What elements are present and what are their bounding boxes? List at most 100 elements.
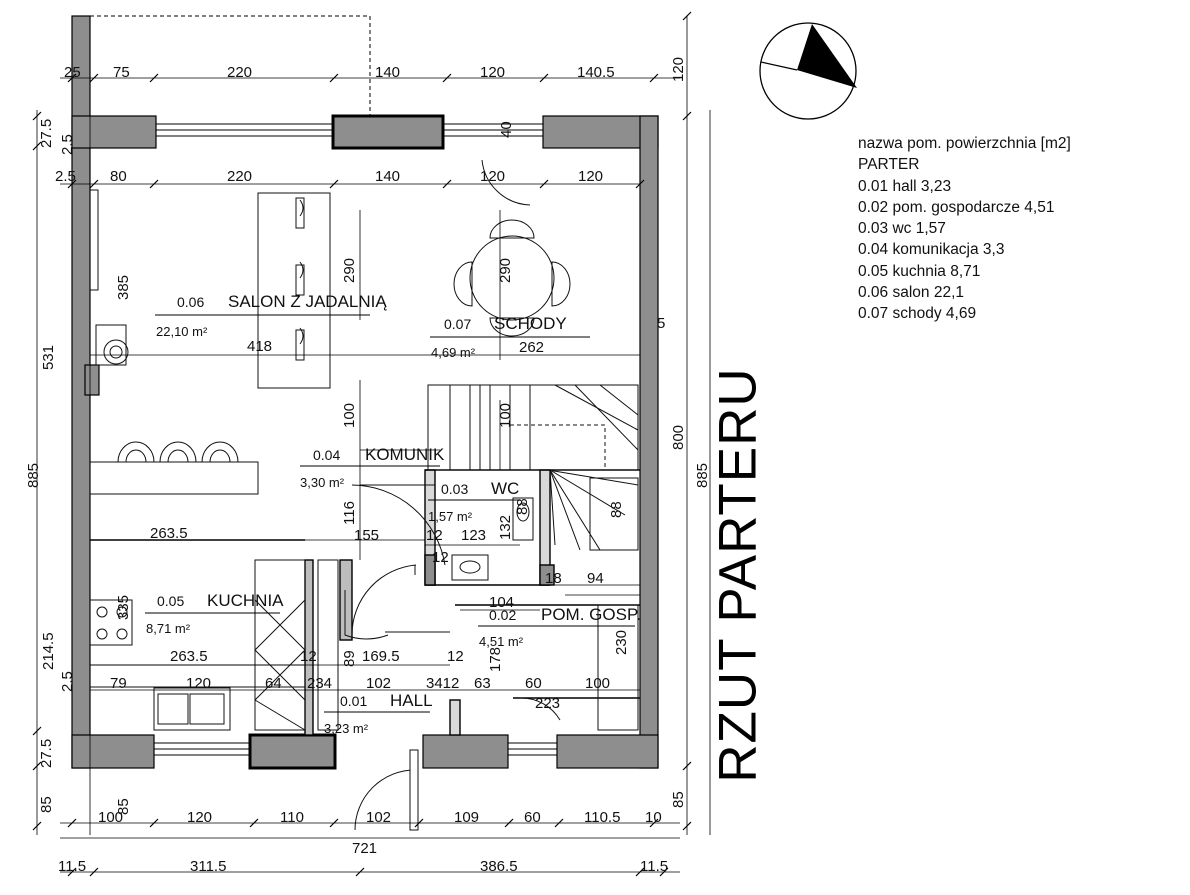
dim-int-35: 223 [535,695,560,712]
dining-table [469,235,555,321]
dim-left-outer-2: 885 [25,463,42,488]
dim-int-11: 132 [497,515,514,540]
dim-left-outer-4: 27.5 [38,739,55,768]
dim-int-28: 64 [265,675,282,692]
dim-top-outer-4: 120 [480,64,505,81]
dim-int-8: 155 [354,527,379,544]
dim-int-9: 12 [426,527,443,544]
legend-row: 0.03 wc 1,57 [858,220,946,238]
wall-east [639,115,659,769]
legend-floor: PARTER [858,156,920,174]
staircase [427,384,639,551]
room-wc-area: 1,57 m² [428,509,473,524]
dim-top-inner-3: 140 [375,168,400,185]
room-salon-no: 0.06 [177,294,204,310]
room-salon: 0.06 SALON Z JADALNIĄ 22,10 m² [155,292,387,339]
dim-int-4: 5 [657,315,665,332]
dim-right-outer-0: 120 [670,57,687,82]
dim-top-inner-0: 2.5 [55,168,76,185]
dim-int-22: 89 [341,650,358,667]
room-kuchnia-no: 0.05 [157,593,184,609]
dim-top-outer-3: 140 [375,64,400,81]
dim-bottom-inner-1: 120 [187,809,212,826]
dim-int-16: 18 [545,570,562,587]
dim-int-31: 3412 [426,675,459,692]
room-hall-no: 0.01 [340,693,367,709]
dim-int-1: 418 [247,338,272,355]
dim-right-outer-1: 800 [670,425,687,450]
dim-int-27: 120 [186,675,211,692]
room-wc: 0.03 WC 1,57 m² [428,479,520,524]
drawing-title: RZUT PARTERU [708,367,768,783]
dim-bottom-outer-1: 311.5 [190,858,226,875]
dim-top-outer-0: 25 [64,64,81,81]
room-gosp-no: 0.02 [489,607,516,623]
room-schody-name: SCHODY [494,314,567,333]
sofa [257,192,331,389]
area-legend: nazwa pom. powierzchnia [m2] PARTER 0.01… [858,133,1071,325]
wall-south-left [71,734,155,769]
dim-int-19: 230 [613,630,630,655]
room-kuchnia-name: KUCHNIA [207,591,284,610]
dim-int-14: 263.5 [150,525,188,542]
legend-row: 0.04 komunikacja 3,3 [858,241,1005,259]
dim-int-36: 40 [498,121,515,138]
room-wc-name: WC [491,479,519,498]
wall-south-pier [248,733,337,770]
room-schody-no: 0.07 [444,316,471,332]
room-hall-name: HALL [390,691,433,710]
room-kuchnia: 0.05 KUCHNIA 8,71 m² [145,591,284,636]
dim-int-17: 94 [587,570,604,587]
dim-top-outer-5: 140.5 [577,64,615,81]
dim-int-12: 88 [514,498,531,515]
dim-bottom-inner-0: 100 [98,809,123,826]
room-gosp-name: POM. GOSP. [541,605,641,624]
dim-right-outer-3: 85 [670,791,687,808]
dim-bottom-inner-3: 102 [366,809,391,826]
room-hall: 0.01 HALL 3,23 m² [324,691,433,736]
room-komunik: 0.04 KOMUNIK 3,30 m² [300,445,445,490]
legend-row: 0.02 pom. gospodarcze 4,51 [858,198,1055,216]
dim-bottom-total: 721 [352,840,377,857]
room-kuchnia-area: 8,71 m² [146,621,191,636]
dim-left-outer-3: 214.5 [40,632,57,670]
legend-row: 0.01 hall 3,23 [858,177,952,195]
dim-top-inner-2: 220 [227,168,252,185]
dim-top-inner-4: 120 [480,168,505,185]
dim-left-inner-0: 2.5 [59,134,76,155]
dim-top-outer-1: 75 [113,64,130,81]
dim-int-5: 100 [341,403,358,428]
room-komunik-area: 3,30 m² [300,475,345,490]
dim-int-32: 63 [474,675,491,692]
room-komunik-no: 0.04 [313,447,340,463]
dim-top-inner-1: 80 [110,168,127,185]
dimension-texts: 25 75 220 140 120 140.5 2.5 80 220 140 1… [25,57,711,875]
dim-int-21: 12 [300,648,317,665]
room-salon-name: SALON Z JADALNIĄ [228,292,387,311]
wall-south-right [556,734,659,769]
dim-int-7: 116 [341,501,358,525]
room-labels: 0.06 SALON Z JADALNIĄ 22,10 m² 0.07 SCHO… [145,292,641,736]
legend-row: 0.06 salon 22,1 [858,284,965,302]
room-gosp-area: 4,51 m² [479,634,524,649]
dim-int-23: 169.5 [362,648,400,665]
dim-bottom-outer-0: 11.5 [58,858,86,875]
dim-left-inner-2: 335 [115,595,132,620]
wall-west-niche [84,364,100,396]
north-arrow-icon [759,22,857,120]
room-salon-area: 22,10 m² [156,324,208,339]
legend-header: nazwa pom. powierzchnia [m2] [858,135,1071,152]
dim-int-15: 12 [432,549,449,566]
dim-right-outer-2: 885 [694,463,711,488]
dim-int-24: 12 [447,648,464,665]
dim-top-inner-5: 120 [578,168,603,185]
legend-row: 0.07 schody 4,69 [858,305,977,323]
room-schody-area: 4,69 m² [431,345,476,360]
dim-int-6: 100 [497,403,514,428]
dim-int-3: 262 [519,339,544,356]
dim-left-outer-0: 27.5 [38,119,55,148]
dim-bottom-outer-3: 11.5 [640,858,668,875]
dim-left-outer-5: 85 [38,796,55,813]
dim-bottom-inner-6: 110.5 [584,809,620,826]
